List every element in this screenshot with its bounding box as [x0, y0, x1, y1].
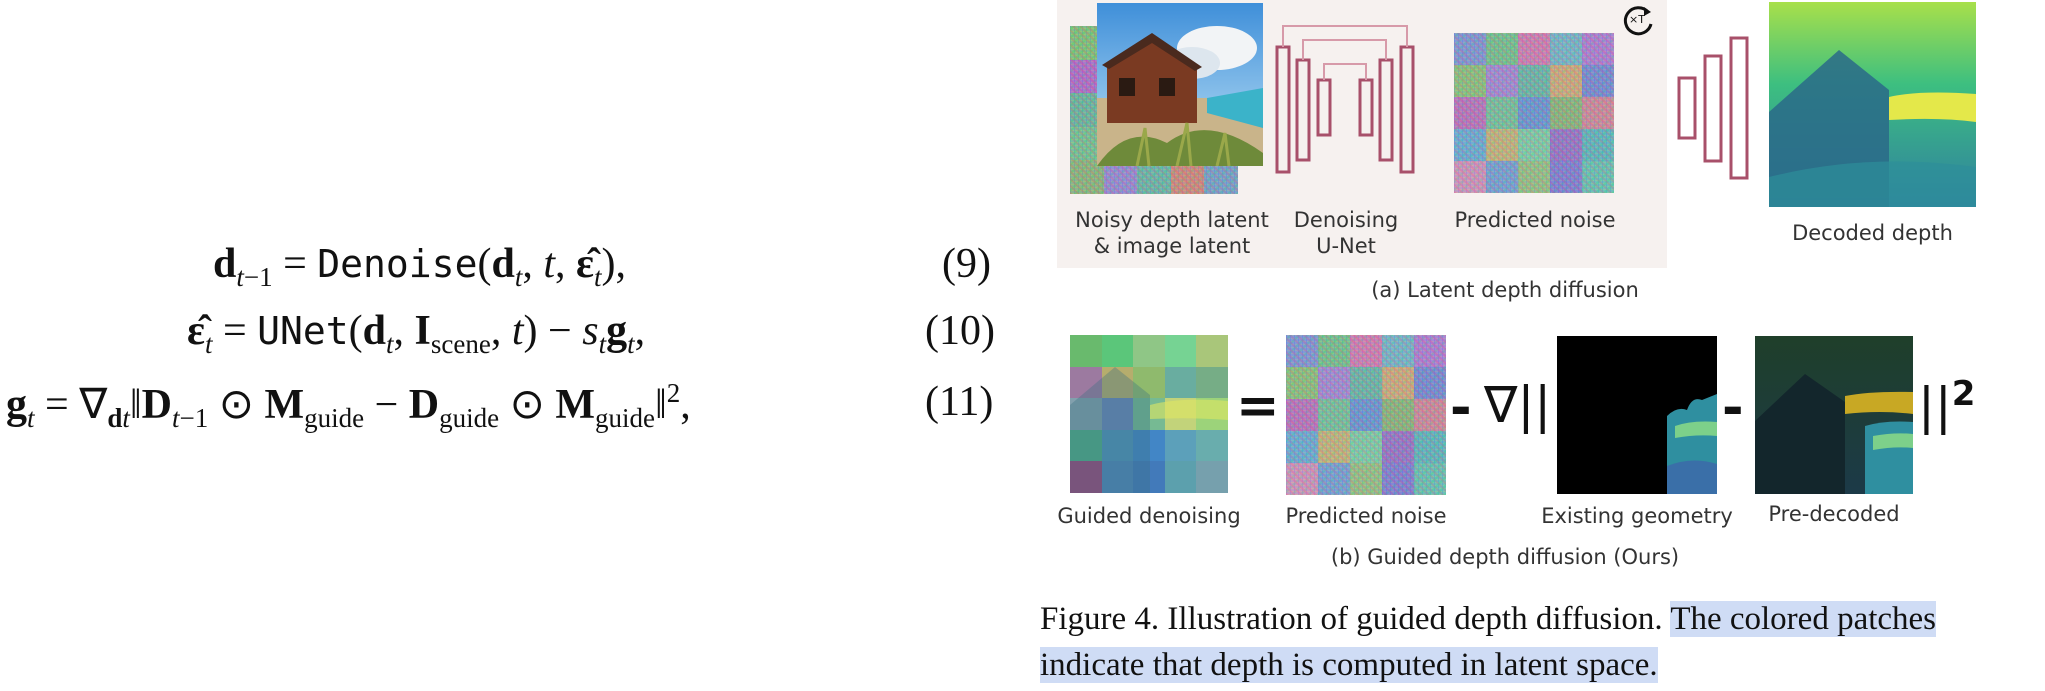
pre-decoded-image	[1755, 336, 1913, 494]
predicted-noise-a-tile	[1454, 33, 1614, 193]
existing-geometry-image	[1557, 336, 1717, 494]
unet-label: Denoising U-Net	[1276, 207, 1416, 259]
guided-denoising-tile	[1070, 335, 1228, 493]
panel-b-caption: (b) Guided depth diffusion (Ours)	[1330, 545, 1680, 569]
equation-10-number: (10)	[925, 308, 995, 354]
equation-11-number: (11)	[925, 379, 994, 425]
predicted-noise-b-tile	[1286, 335, 1446, 495]
scene-image	[1097, 3, 1263, 166]
figure-caption: Figure 4. Illustration of guided depth d…	[1040, 596, 2040, 688]
unet-label-line1: Denoising	[1293, 208, 1399, 232]
unet-diagram	[1275, 22, 1415, 174]
norm-power: 2	[1951, 374, 1976, 414]
predicted-noise-b-label: Predicted noise	[1285, 504, 1447, 528]
equals-operator: =	[1236, 376, 1280, 436]
noisy-latent-label-line1: Noisy depth latent	[1075, 208, 1269, 232]
figure-caption-prefix: Figure 4. Illustration of guided depth d…	[1040, 601, 1663, 637]
norm-close: ||2	[1918, 374, 1975, 435]
guided-denoising-label: Guided denoising	[1057, 504, 1241, 528]
unet-label-line2: U-Net	[1316, 234, 1376, 258]
existing-geometry-label: Existing geometry	[1541, 504, 1733, 528]
repeat-t-label: ×T	[1629, 13, 1645, 26]
repeat-t-icon: ×T	[1622, 4, 1656, 38]
decoded-depth-label: Decoded depth	[1792, 221, 1953, 245]
predicted-noise-a-label: Predicted noise	[1454, 208, 1616, 232]
equation-11: gt = ∇dt‖Dt−1 ⊙ Mguide − Dguide ⊙ Mguide…	[6, 378, 691, 433]
minus-operator-1: -	[1450, 378, 1472, 438]
noisy-latent-label-line2: & image latent	[1093, 234, 1251, 258]
norm-close-bars: ||	[1918, 377, 1952, 435]
panel-a-caption: (a) Latent depth diffusion	[1371, 278, 1639, 302]
equation-9-number: (9)	[942, 241, 991, 287]
decoder-diagram	[1677, 36, 1753, 181]
noisy-latent-label: Noisy depth latent & image latent	[1070, 207, 1274, 259]
equation-9: dt−1 = Denoise(dt, t, ε̂t),	[213, 241, 626, 292]
nabla-norm-open: ∇||	[1484, 376, 1552, 434]
pre-decoded-label: Pre-decoded	[1768, 502, 1900, 526]
decoded-depth-image	[1769, 2, 1976, 207]
equation-10: ε̂t = UNet(dt, Iscene, t) − stgt,	[187, 308, 646, 359]
minus-operator-2: -	[1722, 378, 1744, 438]
